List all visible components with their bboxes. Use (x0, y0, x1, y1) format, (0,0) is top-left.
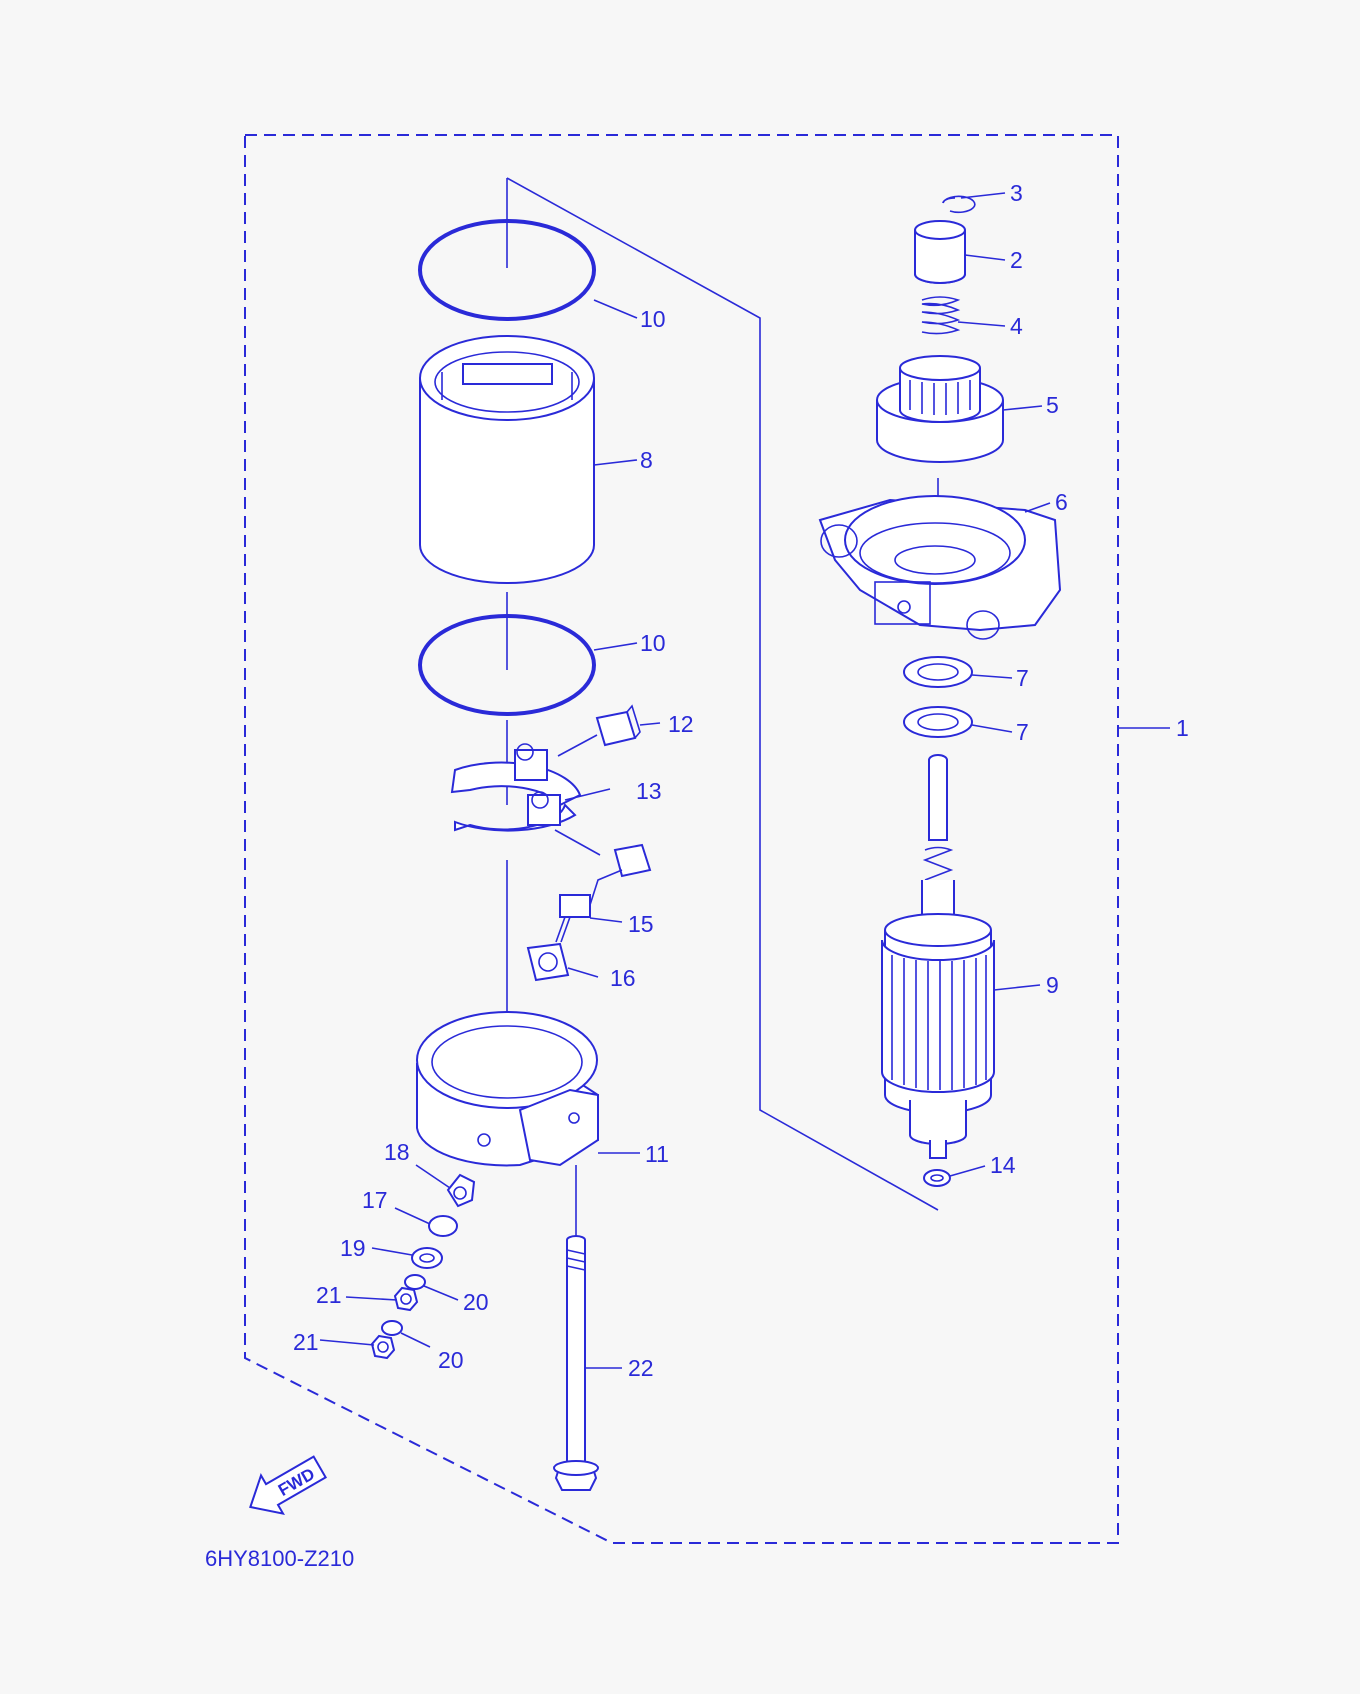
through-bolt (553, 1235, 599, 1491)
label-part-4: 4 (1010, 313, 1023, 339)
front-bracket (818, 495, 1062, 640)
label-part-5: 5 (1046, 392, 1059, 418)
label-part-10-upper: 10 (640, 306, 666, 332)
circlip (942, 195, 976, 214)
label-part-14: 14 (990, 1152, 1016, 1178)
sub-assembly-bracket (506, 177, 939, 1211)
washer-insulator (411, 1247, 443, 1269)
label-part-8: 8 (640, 447, 653, 473)
assembly-boundary (244, 134, 1119, 1544)
label-part-1: 1 (1176, 715, 1189, 741)
brush-upper (557, 704, 641, 757)
nut-lower (370, 1334, 396, 1360)
label-part-9: 9 (1046, 972, 1059, 998)
terminal-bolt (446, 1173, 476, 1208)
label-part-13: 13 (636, 778, 662, 804)
label-part-20-upper: 20 (463, 1289, 489, 1315)
label-part-6: 6 (1055, 489, 1068, 515)
label-part-22: 22 (628, 1355, 654, 1381)
o-ring-lower (418, 614, 596, 716)
pinion-clutch (876, 355, 1004, 463)
thrust-washer (923, 1169, 951, 1187)
label-part-17: 17 (362, 1187, 388, 1213)
label-part-21-upper: 21 (316, 1282, 342, 1308)
washer-lower (903, 706, 973, 738)
plate-nut (526, 942, 570, 982)
o-ring-small (428, 1215, 458, 1237)
label-part-7-upper: 7 (1016, 665, 1029, 691)
spring-washer-upper (404, 1274, 426, 1290)
spring-washer-lower (381, 1320, 403, 1336)
label-part-19: 19 (340, 1235, 366, 1261)
label-part-10-lower: 10 (640, 630, 666, 656)
rear-housing (416, 1011, 599, 1167)
fwd-arrow-icon: FWD (249, 1455, 328, 1515)
o-ring-upper (418, 219, 596, 321)
armature (881, 754, 995, 1159)
yoke (419, 335, 595, 584)
label-part-12: 12 (668, 711, 694, 737)
label-part-2: 2 (1010, 247, 1023, 273)
label-part-18: 18 (384, 1139, 410, 1165)
label-part-3: 3 (1010, 180, 1023, 206)
label-part-20-lower: 20 (438, 1347, 464, 1373)
brush-with-lead (554, 829, 652, 943)
label-part-7-lower: 7 (1016, 719, 1029, 745)
label-part-15: 15 (628, 911, 654, 937)
spring (921, 296, 961, 335)
label-part-11: 11 (645, 1141, 669, 1167)
leader-lines (319, 192, 1170, 1369)
washer-upper (903, 656, 973, 688)
label-part-16: 16 (610, 965, 636, 991)
label-part-21-lower: 21 (293, 1329, 319, 1355)
nut-upper (393, 1286, 419, 1312)
diagram-code: 6HY8100-Z210 (205, 1546, 354, 1571)
collar (914, 220, 966, 284)
brush-holder (450, 743, 582, 832)
